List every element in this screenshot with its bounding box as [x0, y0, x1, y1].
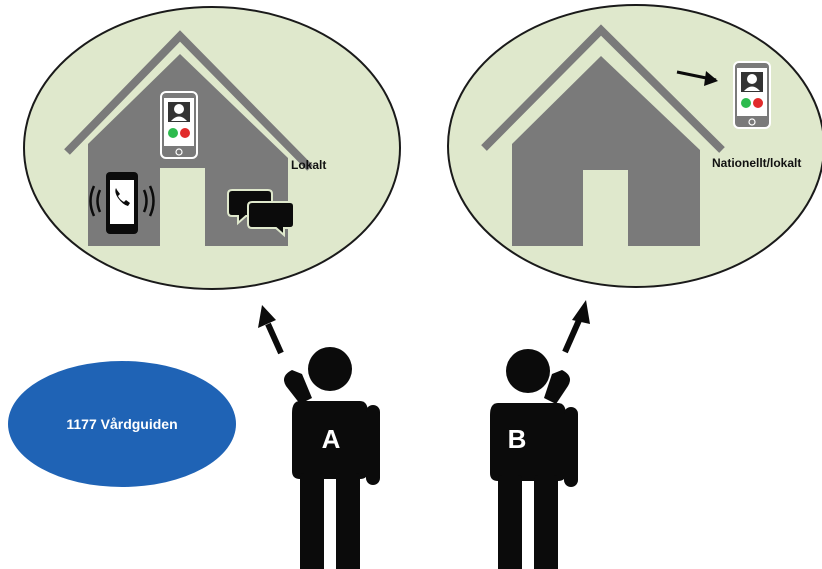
left-location-label: Lokalt [291, 158, 326, 172]
service-label: 1177 Vårdguiden [66, 416, 177, 432]
person-a-letter: A [322, 424, 341, 454]
right-location-label: Nationellt/lokalt [712, 156, 801, 170]
right-house-door [583, 170, 628, 246]
service-oval: 1177 Vårdguiden [8, 361, 236, 487]
video-call-phone-icon [161, 92, 197, 158]
person-b-letter: B [508, 424, 527, 454]
left-house-door [160, 168, 205, 246]
up-arrow-icon [572, 300, 590, 324]
video-call-phone-icon [734, 62, 770, 128]
left-scene: Lokalt [24, 7, 400, 289]
right-scene: Nationellt/lokalt [448, 5, 822, 287]
person-b: B [490, 300, 590, 569]
person-a: A [258, 305, 380, 569]
